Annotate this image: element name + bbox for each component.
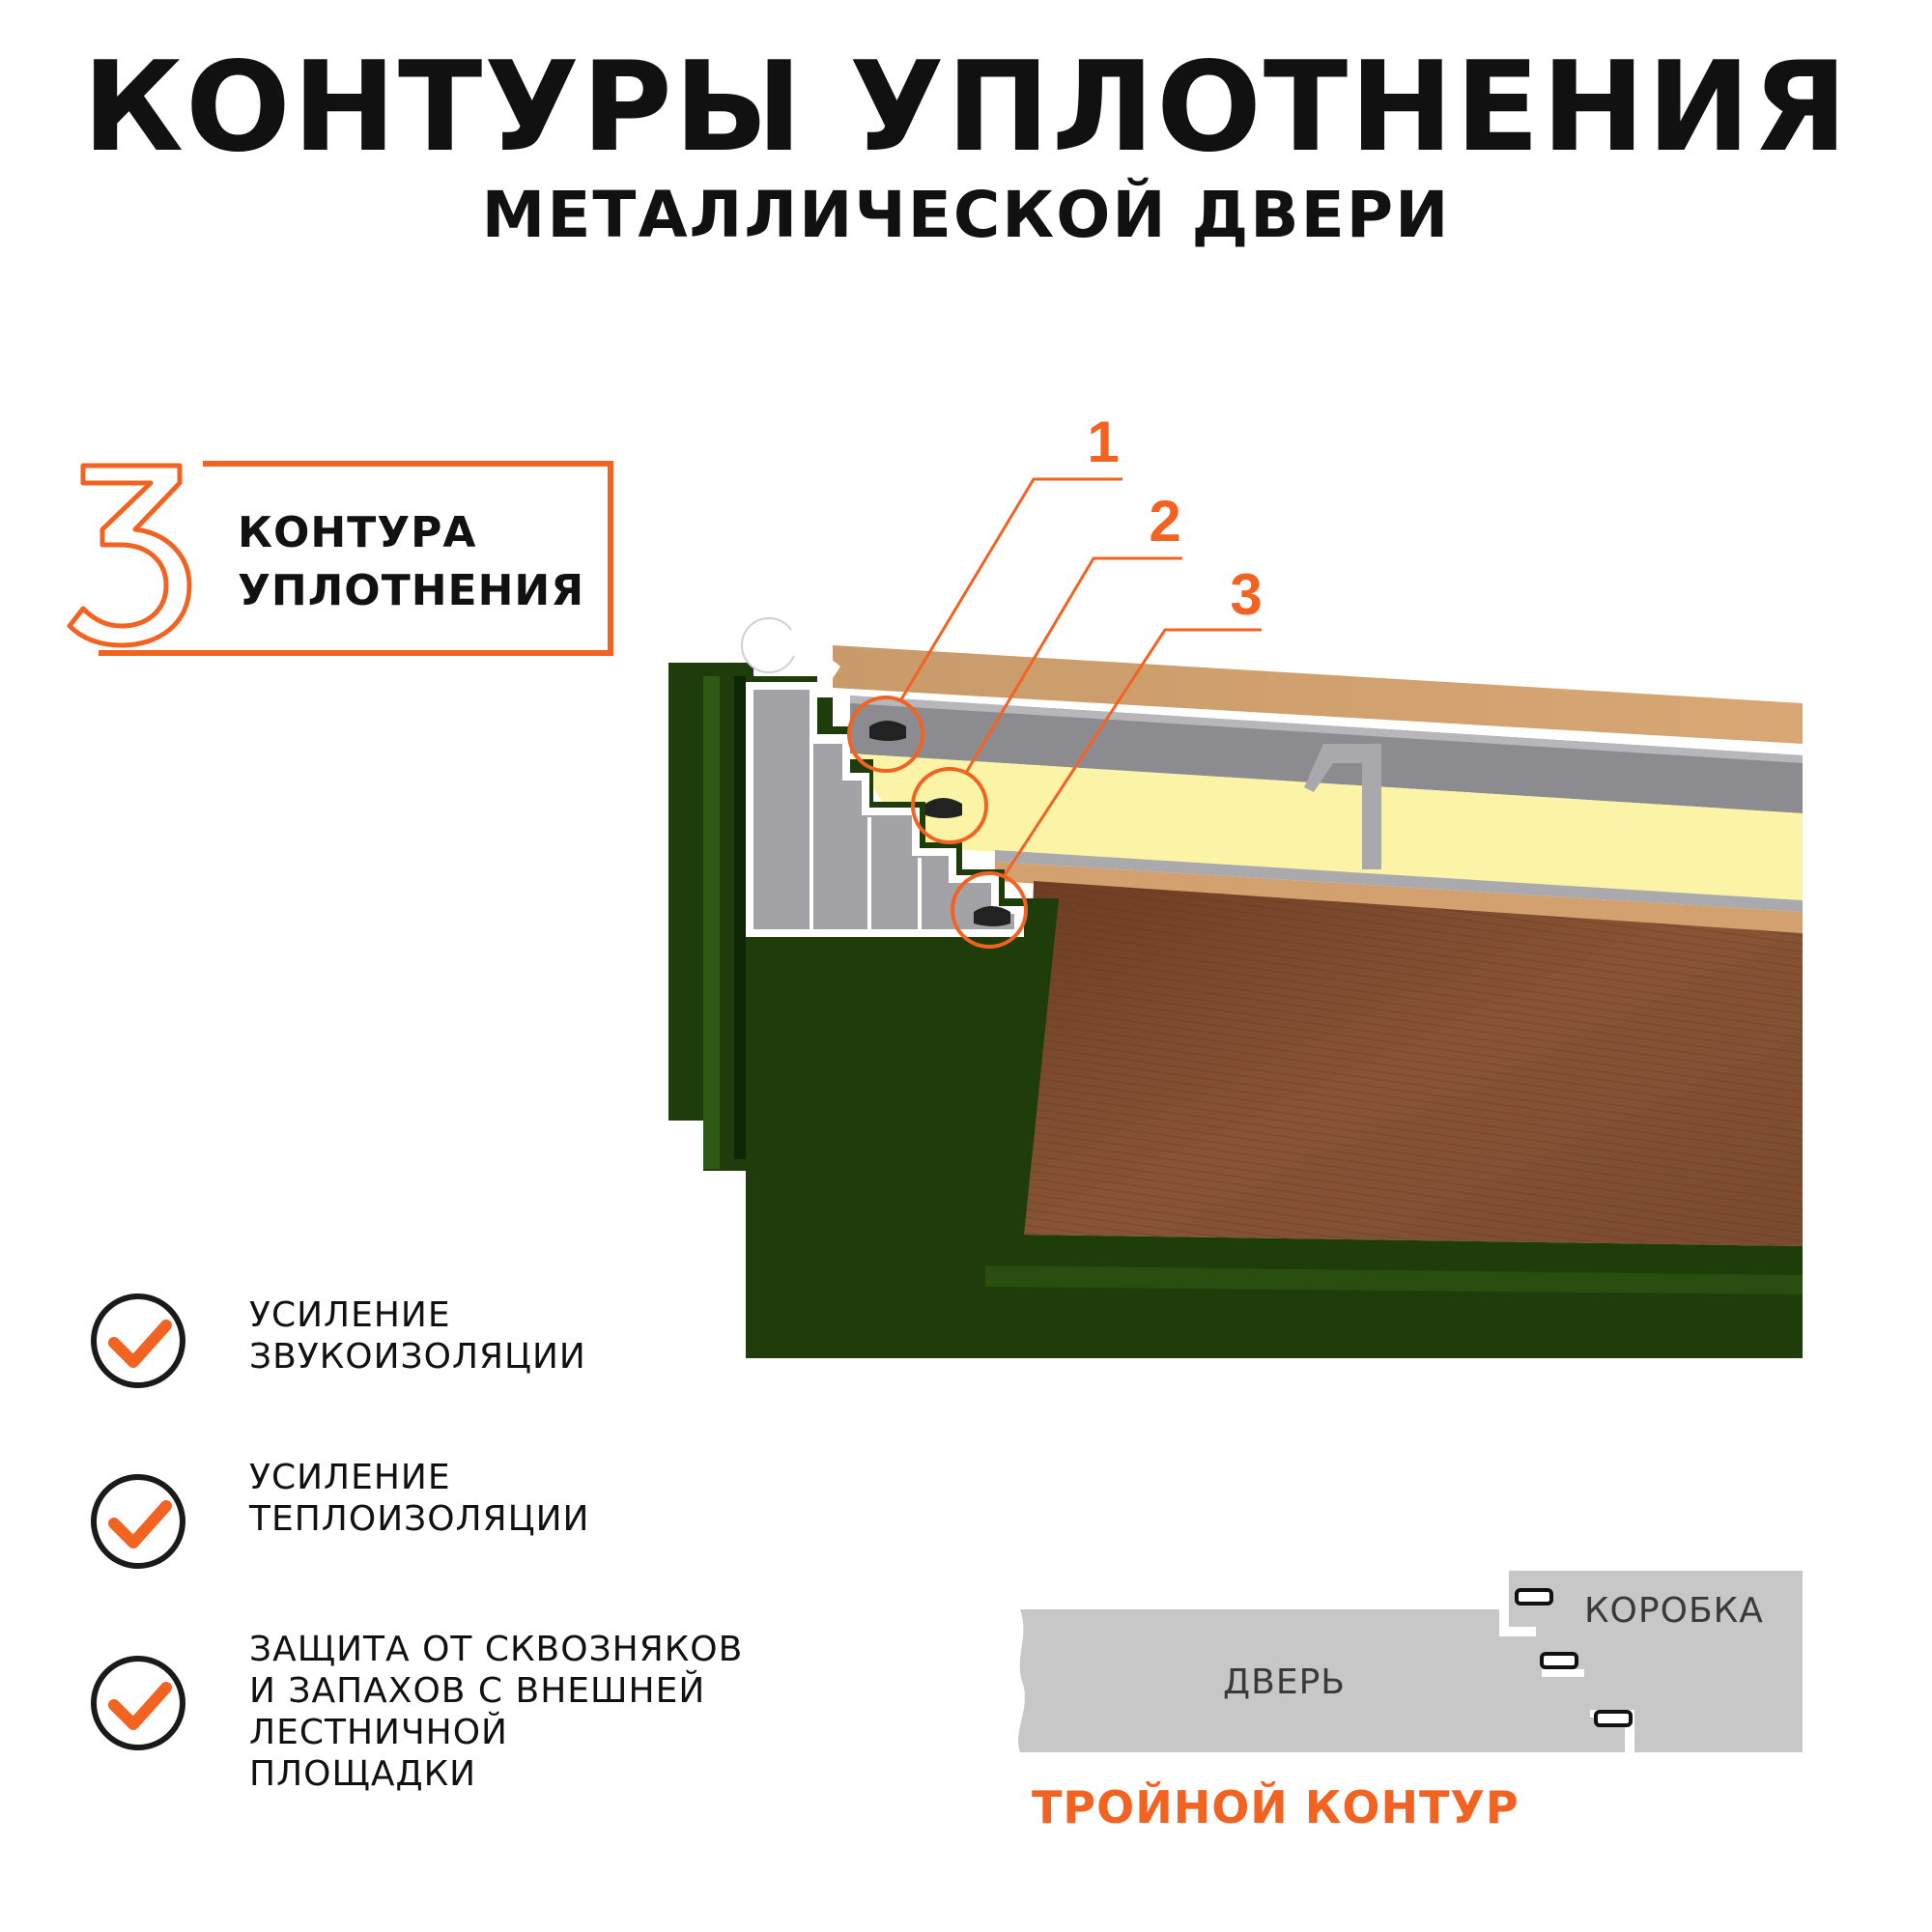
feature-draft-protection: ЗАЩИТА ОТ СКВОЗНЯКОВ И ЗАПАХОВ С ВНЕШНЕЙ…: [249, 1629, 743, 1795]
badge: [67, 461, 613, 656]
check-icon-3: [91, 1656, 185, 1750]
feature-thermal-line-1: УСИЛЕНИЕ: [249, 1458, 451, 1497]
feature-draft-line-4: ПЛОЩАДКИ: [249, 1754, 477, 1794]
callout-circle-3: [951, 871, 1028, 949]
badge-line-2: УПЛОТНЕНИЯ: [238, 566, 585, 615]
page-title: КОНТУРЫ УПЛОТНЕНИЯ: [82, 36, 1850, 180]
seal-1: [869, 721, 906, 741]
seal-3: [974, 906, 1010, 926]
check-icon-1: [91, 1293, 185, 1388]
scheme-caption: ТРОЙНОЙ КОНТУР: [1032, 1781, 1520, 1833]
feature-draft-line-2: И ЗАПАХОВ С ВНЕШНЕЙ: [249, 1671, 706, 1711]
feature-soundproofing-line-2: ЗВУКОИЗОЛЯЦИИ: [249, 1337, 586, 1377]
feature-soundproofing-line-1: УСИЛЕНИЕ: [249, 1295, 451, 1335]
top-wood-panel: [833, 645, 1803, 744]
scheme-seal-1: [1515, 1588, 1553, 1605]
callout-leader-2: [964, 556, 1182, 774]
green-frame: [668, 663, 1803, 1358]
scheme-frame-shape: [1509, 1571, 1803, 1752]
check-icon-2: [91, 1474, 185, 1569]
stiffener-rib: [1304, 744, 1381, 869]
scheme-frame-label: КОРОБКА: [1584, 1591, 1764, 1631]
feature-thermal-line-2: ТЕПЛОИЗОЛЯЦИИ: [249, 1499, 590, 1539]
scheme-door-shape: [1018, 1609, 1625, 1752]
callout-circle-1: [847, 696, 924, 773]
callout-leader-3: [1003, 628, 1262, 876]
insulation: [850, 753, 1803, 900]
page-subtitle: МЕТАЛЛИЧЕСКОЙ ДВЕРИ: [481, 178, 1451, 252]
callout-number-3: 3: [1230, 562, 1262, 627]
callout-circle-2: [911, 767, 988, 844]
feature-thermal: УСИЛЕНИЕ ТЕПЛОИЗОЛЯЦИИ: [249, 1457, 589, 1540]
triple-contour-scheme: [1018, 1571, 1803, 1752]
scheme-seal-3: [1594, 1710, 1633, 1727]
feature-draft-line-1: ЗАЩИТА ОТ СКВОЗНЯКОВ: [249, 1630, 744, 1669]
callout-number-2: 2: [1149, 489, 1180, 554]
scheme-seal-2: [1540, 1652, 1578, 1669]
callout-number-1: 1: [1087, 410, 1119, 474]
callout-leader-1: [899, 477, 1122, 700]
seal-2: [925, 798, 962, 818]
door-section-illustration: 1 2 3: [668, 410, 1803, 1358]
feature-draft-line-3: ЛЕСТНИЧНОЙ: [249, 1713, 508, 1752]
badge-number-3: [67, 463, 192, 648]
feature-soundproofing: УСИЛЕНИЕ ЗВУКОИЗОЛЯЦИИ: [249, 1294, 586, 1378]
scheme-door-label: ДВЕРЬ: [1223, 1662, 1346, 1702]
badge-frame: [99, 461, 613, 656]
badge-line-1: КОНТУРА: [238, 508, 477, 557]
